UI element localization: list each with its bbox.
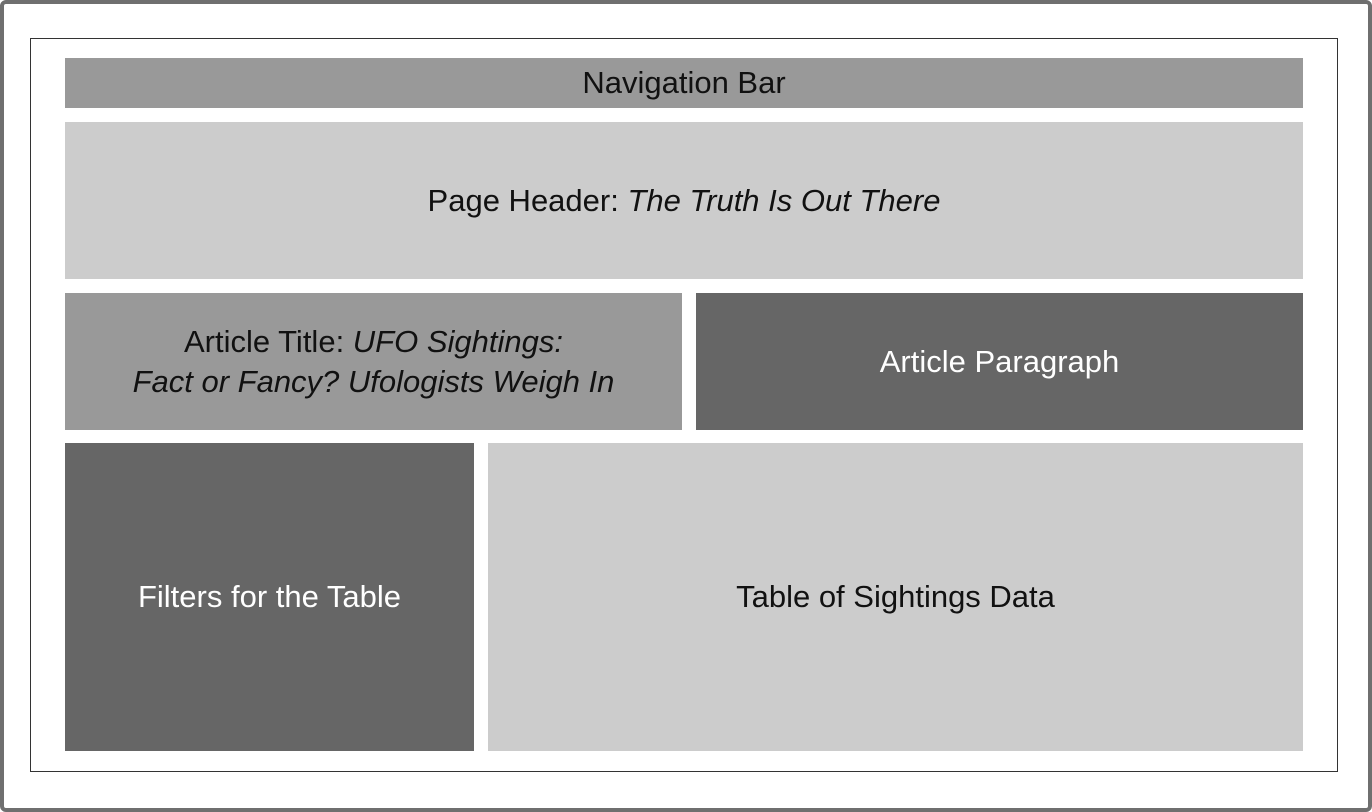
navigation-bar-block: Navigation Bar	[65, 58, 1303, 108]
table-filters-label: Filters for the Table	[137, 579, 402, 614]
table-filters-block: Filters for the Table	[65, 443, 474, 751]
page-header-label: Page Header: The Truth Is Out There	[428, 181, 941, 221]
article-paragraph-label: Article Paragraph	[879, 343, 1120, 379]
sightings-table-block: Table of Sightings Data	[488, 443, 1303, 751]
navigation-bar-label: Navigation Bar	[582, 65, 786, 100]
article-title-text-1: UFO Sightings:	[352, 323, 563, 359]
article-title-text-2: Fact or Fancy? Ufologists Weigh In	[132, 363, 615, 399]
article-title-line-1: Article Title: UFO Sightings:	[133, 322, 615, 362]
page-header-block: Page Header: The Truth Is Out There	[65, 122, 1303, 279]
article-title-label: Article Title: UFO Sightings: Fact or Fa…	[133, 322, 615, 402]
article-title-prefix: Article Title:	[183, 323, 353, 359]
article-paragraph-block: Article Paragraph	[696, 293, 1303, 430]
sightings-table-label: Table of Sightings Data	[736, 579, 1055, 614]
page-header-title: The Truth Is Out There	[627, 182, 941, 218]
article-title-block: Article Title: UFO Sightings: Fact or Fa…	[65, 293, 682, 430]
page-header-prefix: Page Header:	[427, 182, 628, 218]
